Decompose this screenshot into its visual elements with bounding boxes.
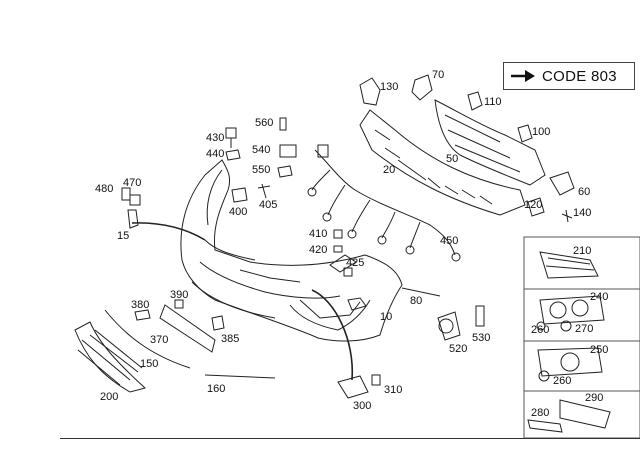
label-80: 80 (410, 295, 422, 307)
bracket-385 (211, 315, 225, 331)
label-260a: 260 (531, 324, 549, 336)
label-420: 420 (309, 244, 327, 256)
label-130: 130 (380, 81, 398, 93)
grille-200 (74, 321, 147, 393)
bolt-400 (231, 187, 248, 203)
label-430: 430 (206, 132, 224, 144)
bracket-120 (527, 197, 545, 217)
label-110: 110 (484, 96, 502, 108)
code-803-box: CODE 803 (503, 62, 635, 90)
bolt-560 (279, 117, 287, 131)
label-310: 310 (384, 384, 402, 396)
ring-260a (536, 321, 546, 331)
bracket-130 (359, 77, 381, 106)
label-200: 200 (100, 391, 118, 403)
clip-440 (225, 149, 241, 161)
bracket-100 (517, 124, 533, 143)
label-380: 380 (131, 299, 149, 311)
label-405: 405 (259, 199, 277, 211)
part-labels: 10 15 20 50 60 70 80 100 110 120 130 140… (95, 69, 608, 419)
label-270: 270 (575, 323, 593, 335)
clip-310 (371, 374, 381, 386)
label-250: 250 (590, 344, 608, 356)
label-300: 300 (353, 400, 371, 412)
label-160: 160 (207, 383, 225, 395)
label-10: 10 (380, 311, 392, 323)
bracket-110 (467, 91, 483, 111)
ring-270 (560, 320, 572, 332)
fog-panel-250 (537, 347, 603, 377)
label-210: 210 (573, 245, 591, 257)
crossmember (434, 99, 546, 186)
clip-390 (174, 299, 184, 309)
trim-80 (401, 287, 441, 297)
label-280: 280 (531, 407, 549, 419)
label-20: 20 (383, 164, 395, 176)
label-550: 550 (252, 164, 270, 176)
bracket-70 (411, 74, 433, 101)
label-530: 530 (472, 332, 490, 344)
label-480: 480 (95, 183, 113, 195)
clip-430 (225, 127, 237, 148)
grille-insert-290 (559, 399, 611, 429)
trim-150 (104, 309, 191, 369)
bolt-380 (134, 309, 151, 321)
strip-370 (159, 304, 216, 353)
label-60: 60 (578, 186, 590, 198)
label-440: 440 (206, 148, 224, 160)
label-385: 385 (221, 333, 239, 345)
grille-insert-210 (539, 251, 599, 279)
code-label: CODE 803 (542, 67, 617, 85)
label-520: 520 (449, 343, 467, 355)
strip-280 (527, 419, 563, 433)
trim-160 (204, 374, 276, 379)
label-540: 540 (252, 144, 270, 156)
detail-panels (523, 236, 640, 439)
label-15: 15 (117, 230, 129, 242)
clip-480 (121, 187, 131, 201)
leader-15 (131, 222, 206, 241)
label-410: 410 (309, 228, 327, 240)
label-240: 240 (590, 291, 608, 303)
bracket-15 (127, 209, 139, 229)
clip-470 (129, 194, 141, 206)
ring-260b (538, 370, 550, 382)
module-540 (279, 144, 297, 158)
screw-405 (257, 183, 271, 199)
clip-425 (343, 267, 353, 277)
impact-absorber (359, 109, 526, 216)
label-390: 390 (170, 289, 188, 301)
bracket-550 (277, 165, 293, 178)
label-470: 470 (123, 177, 141, 189)
bottom-divider (60, 438, 640, 439)
label-450: 450 (440, 235, 458, 247)
sensor-lens-520 (438, 318, 454, 334)
clip-410 (333, 229, 343, 239)
label-560: 560 (255, 117, 273, 129)
label-140: 140 (573, 207, 591, 219)
label-260b: 260 (553, 375, 571, 387)
bracket-60 (549, 171, 575, 196)
screw-140 (561, 209, 573, 223)
label-370: 370 (150, 334, 168, 346)
fog-panel-240 (539, 295, 605, 325)
label-400: 400 (229, 206, 247, 218)
clip-420 (333, 245, 343, 253)
wiring-harness (307, 144, 461, 262)
bracket-530 (475, 305, 485, 327)
cover-300 (337, 375, 369, 399)
leader-300 (311, 289, 354, 381)
label-290: 290 (585, 392, 603, 404)
label-425: 425 (346, 257, 364, 269)
label-120: 120 (524, 199, 542, 211)
label-100: 100 (532, 126, 550, 138)
sensor-520 (437, 311, 461, 341)
label-70: 70 (432, 69, 444, 81)
label-50: 50 (446, 153, 458, 165)
bumper-cover (180, 159, 403, 342)
right-arrow-icon (511, 70, 535, 82)
label-150: 150 (140, 358, 158, 370)
